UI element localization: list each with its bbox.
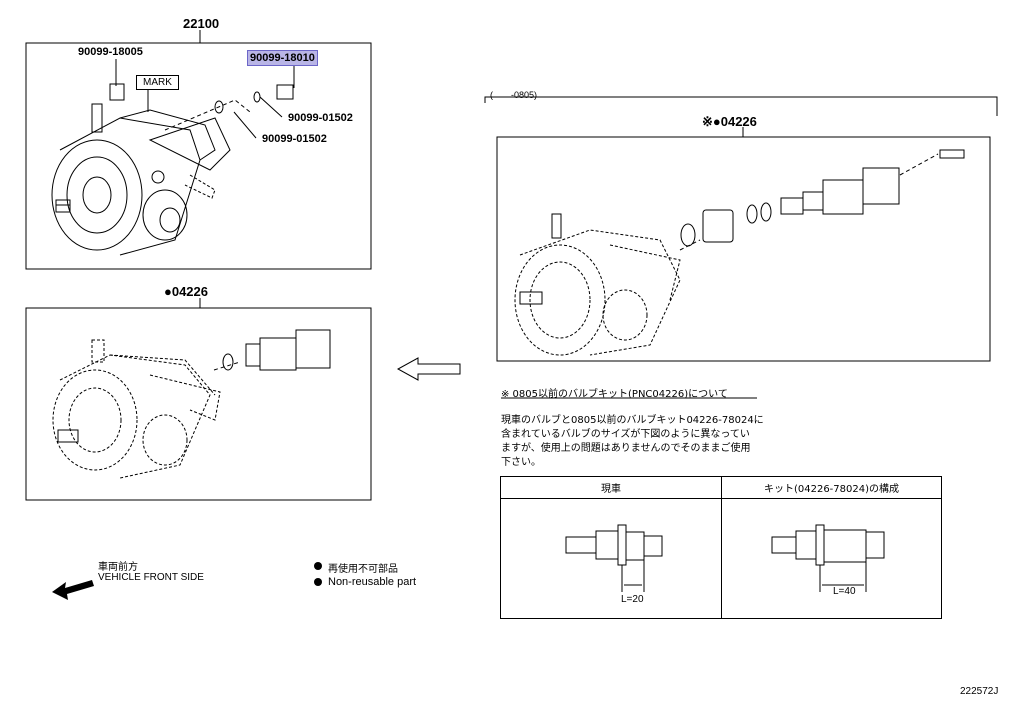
compare-cell-kit: [721, 498, 942, 619]
bullet-icon: [314, 562, 322, 570]
nonreuse-label-jp: 再使用不可部品: [328, 564, 398, 575]
dim-current: L=20: [621, 594, 644, 605]
compare-cell-current: [500, 498, 722, 619]
kit-range: ( -0805): [490, 90, 538, 100]
pump-drawing-3: [514, 229, 681, 356]
note-line-2: 含まれているバルブのサイズが下図のように異なってい: [501, 429, 750, 440]
note-line-1: 現車のバルブと0805以前のバルブキット04226-78024に: [501, 415, 764, 426]
solenoid-right: [519, 149, 965, 305]
pump-drawing-1: [51, 83, 294, 256]
compare-table: 現車 キット(04226-78024)の構成: [500, 476, 942, 619]
front-label-jp: 車両前方: [98, 562, 138, 573]
kit-lower-label[interactable]: ●04226: [164, 284, 209, 299]
bullet-icon: [314, 578, 322, 586]
note-line-3: ますが、使用上の問題はありませんのでそのままご使用: [501, 443, 751, 454]
nonreuse-label-en: Non-reusable part: [328, 576, 417, 588]
compare-header-kit: キット(04226-78024)の構成: [721, 476, 942, 499]
pump-drawing-2: [52, 339, 221, 479]
dim-kit: L=40: [833, 586, 856, 597]
front-arrow: [52, 580, 94, 600]
compare-header-current: 現車: [500, 476, 722, 499]
note-line-4: 下さい。: [501, 457, 541, 468]
part-90099-01502-b[interactable]: 90099-01502: [262, 133, 327, 145]
part-90099-18005[interactable]: 90099-18005: [78, 46, 143, 58]
note-heading: ※ 0805以前のバルブキット(PNC04226)について: [501, 389, 728, 400]
mark-label: MARK: [136, 75, 179, 90]
range-bracket: [484, 96, 998, 116]
kit-lower-box: [25, 307, 372, 501]
assembly-number: 22100: [183, 16, 220, 31]
kit-right-label[interactable]: ※●04226: [702, 114, 757, 129]
diagram-id: 222572J: [960, 686, 999, 697]
solenoid-lower: [57, 329, 331, 443]
part-90099-18010-highlighted[interactable]: 90099-18010: [247, 50, 318, 66]
front-label-en: VEHICLE FRONT SIDE: [98, 572, 204, 583]
kit-right-box: [496, 136, 991, 362]
assembly-box: [25, 42, 372, 270]
part-90099-01502-a[interactable]: 90099-01502: [288, 112, 353, 124]
arrow-to-lower: [396, 357, 461, 381]
